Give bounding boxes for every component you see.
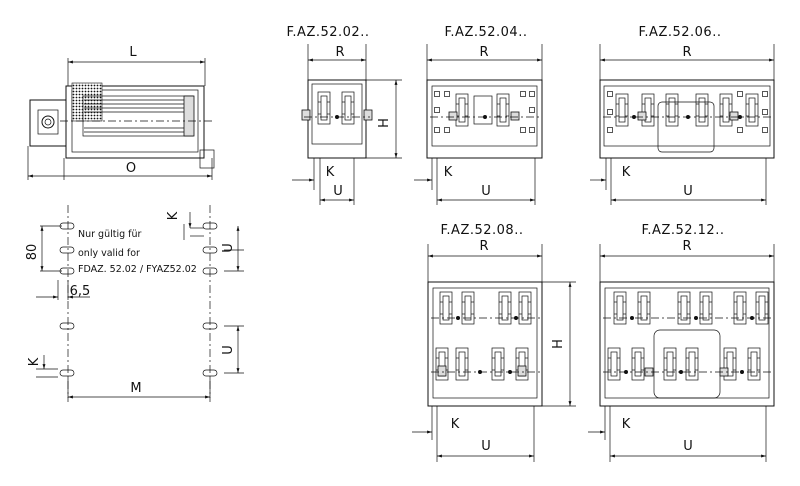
dim-label-K-bottom: K <box>27 357 42 366</box>
note-line-3: FDAZ. 52.02 / FYAZ52.02 <box>78 264 197 275</box>
dim-label-K-top: K <box>166 211 181 220</box>
model-title-02: F.AZ.52.02.. <box>287 25 370 40</box>
dim-label-R-04: R <box>479 45 488 60</box>
mounting-hole-pattern <box>36 205 244 402</box>
model-title-06: F.AZ.52.06.. <box>639 25 722 40</box>
dim-label-H-08: H <box>551 339 566 349</box>
note-line-2: only valid for <box>78 248 140 259</box>
dim-label-M: M <box>130 381 141 396</box>
front-view-08 <box>412 244 576 462</box>
dim-label-K-04: K <box>444 165 453 180</box>
front-view-06 <box>590 44 775 205</box>
model-title-12: F.AZ.52.12.. <box>642 223 725 238</box>
dim-label-U-08: U <box>481 439 491 454</box>
dim-label-R-12: R <box>682 239 691 254</box>
dim-label-K-12: K <box>622 417 631 432</box>
note-line-1: Nur gültig für <box>78 229 142 240</box>
dim-label-R-08: R <box>479 239 488 254</box>
dim-label-U-02: U <box>333 184 343 199</box>
dim-label-U-06: U <box>683 184 693 199</box>
front-view-02 <box>292 44 402 205</box>
side-view <box>27 58 215 180</box>
model-title-04: F.AZ.52.04.. <box>445 25 528 40</box>
dim-label-O: O <box>126 161 136 176</box>
dim-label-K-06: K <box>622 165 631 180</box>
dim-label-U-12: U <box>683 439 693 454</box>
dim-label-80: 80 <box>25 244 40 261</box>
dim-label-R-02: R <box>335 45 344 60</box>
dim-label-U-top: U <box>221 243 236 253</box>
dim-label-U-04: U <box>481 184 491 199</box>
model-title-08: F.AZ.52.08.. <box>441 223 524 238</box>
dim-label-K-08: K <box>451 417 460 432</box>
front-view-12 <box>588 244 775 462</box>
dim-label-R-06: R <box>682 45 691 60</box>
dim-label-U-bottom: U <box>221 345 236 355</box>
dim-label-H-02: H <box>377 118 392 128</box>
dim-label-6-5: 6,5 <box>70 284 91 299</box>
dim-label-K-02: K <box>326 165 335 180</box>
front-view-04 <box>414 44 543 205</box>
dim-label-L: L <box>129 45 137 60</box>
